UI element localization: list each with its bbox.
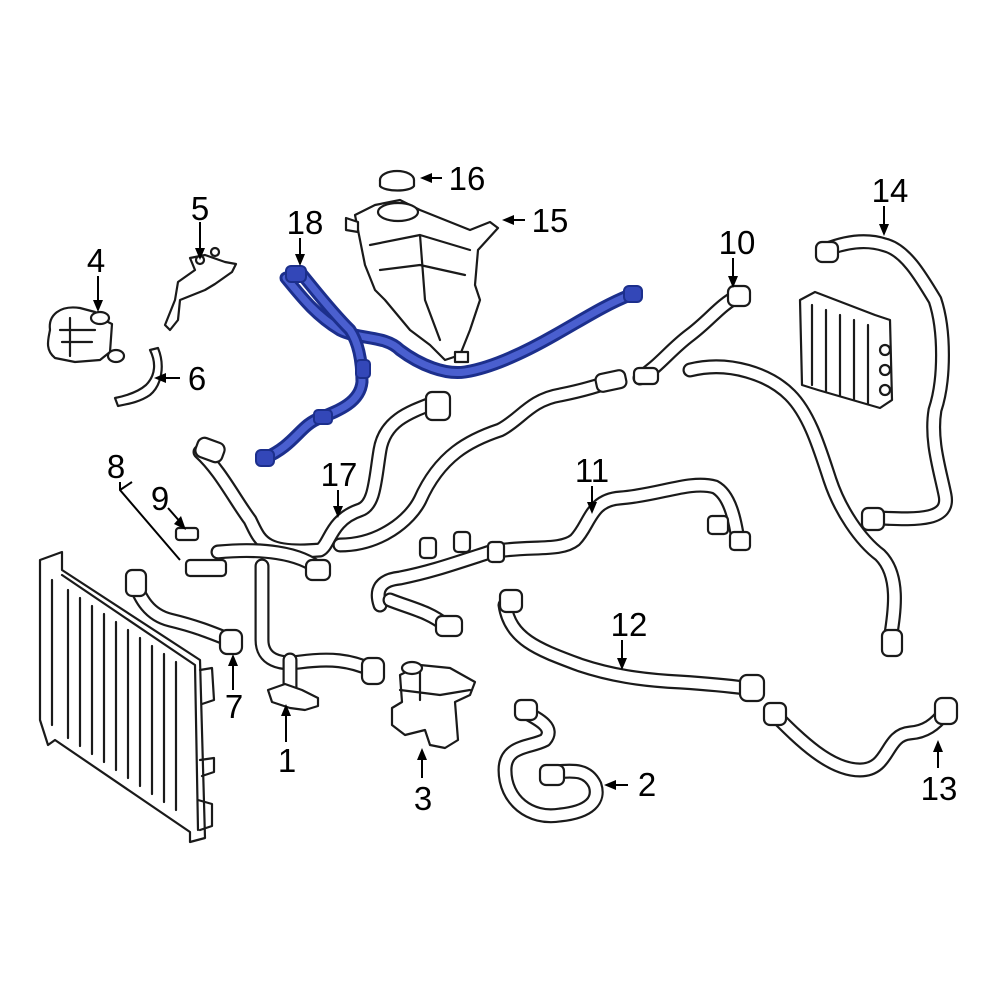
coolant-valve xyxy=(390,660,477,750)
callout-1: 1 xyxy=(278,742,296,779)
leaders xyxy=(93,173,943,790)
callout-12: 12 xyxy=(611,606,648,643)
callout-7: 7 xyxy=(225,688,243,725)
callout-8: 8 xyxy=(107,448,125,485)
heater-module xyxy=(798,290,894,410)
callout-14: 14 xyxy=(872,172,909,209)
connectors xyxy=(124,240,959,787)
callout-15: 15 xyxy=(532,202,569,239)
callout-3: 3 xyxy=(414,780,432,817)
callout-labels: 1 2 3 4 5 6 7 8 9 10 11 12 13 14 15 16 1… xyxy=(87,160,958,817)
callout-18: 18 xyxy=(287,204,324,241)
callout-4: 4 xyxy=(87,242,105,279)
callout-13: 13 xyxy=(921,770,958,807)
pump-bracket xyxy=(163,246,238,332)
callout-2: 2 xyxy=(638,766,656,803)
callout-9: 9 xyxy=(151,480,169,517)
callout-17: 17 xyxy=(321,456,358,493)
radiator xyxy=(38,550,216,844)
hoses xyxy=(125,234,953,824)
callout-16: 16 xyxy=(449,160,486,197)
reservoir-cap xyxy=(378,169,416,192)
callout-11: 11 xyxy=(575,452,609,489)
expansion-tank xyxy=(344,198,500,364)
electric-water-pump xyxy=(46,306,126,364)
callout-10: 10 xyxy=(719,224,756,261)
callout-6: 6 xyxy=(188,360,206,397)
mount-bracket xyxy=(266,682,320,712)
callout-5: 5 xyxy=(191,190,209,227)
vent-hose-highlighted xyxy=(255,265,643,467)
